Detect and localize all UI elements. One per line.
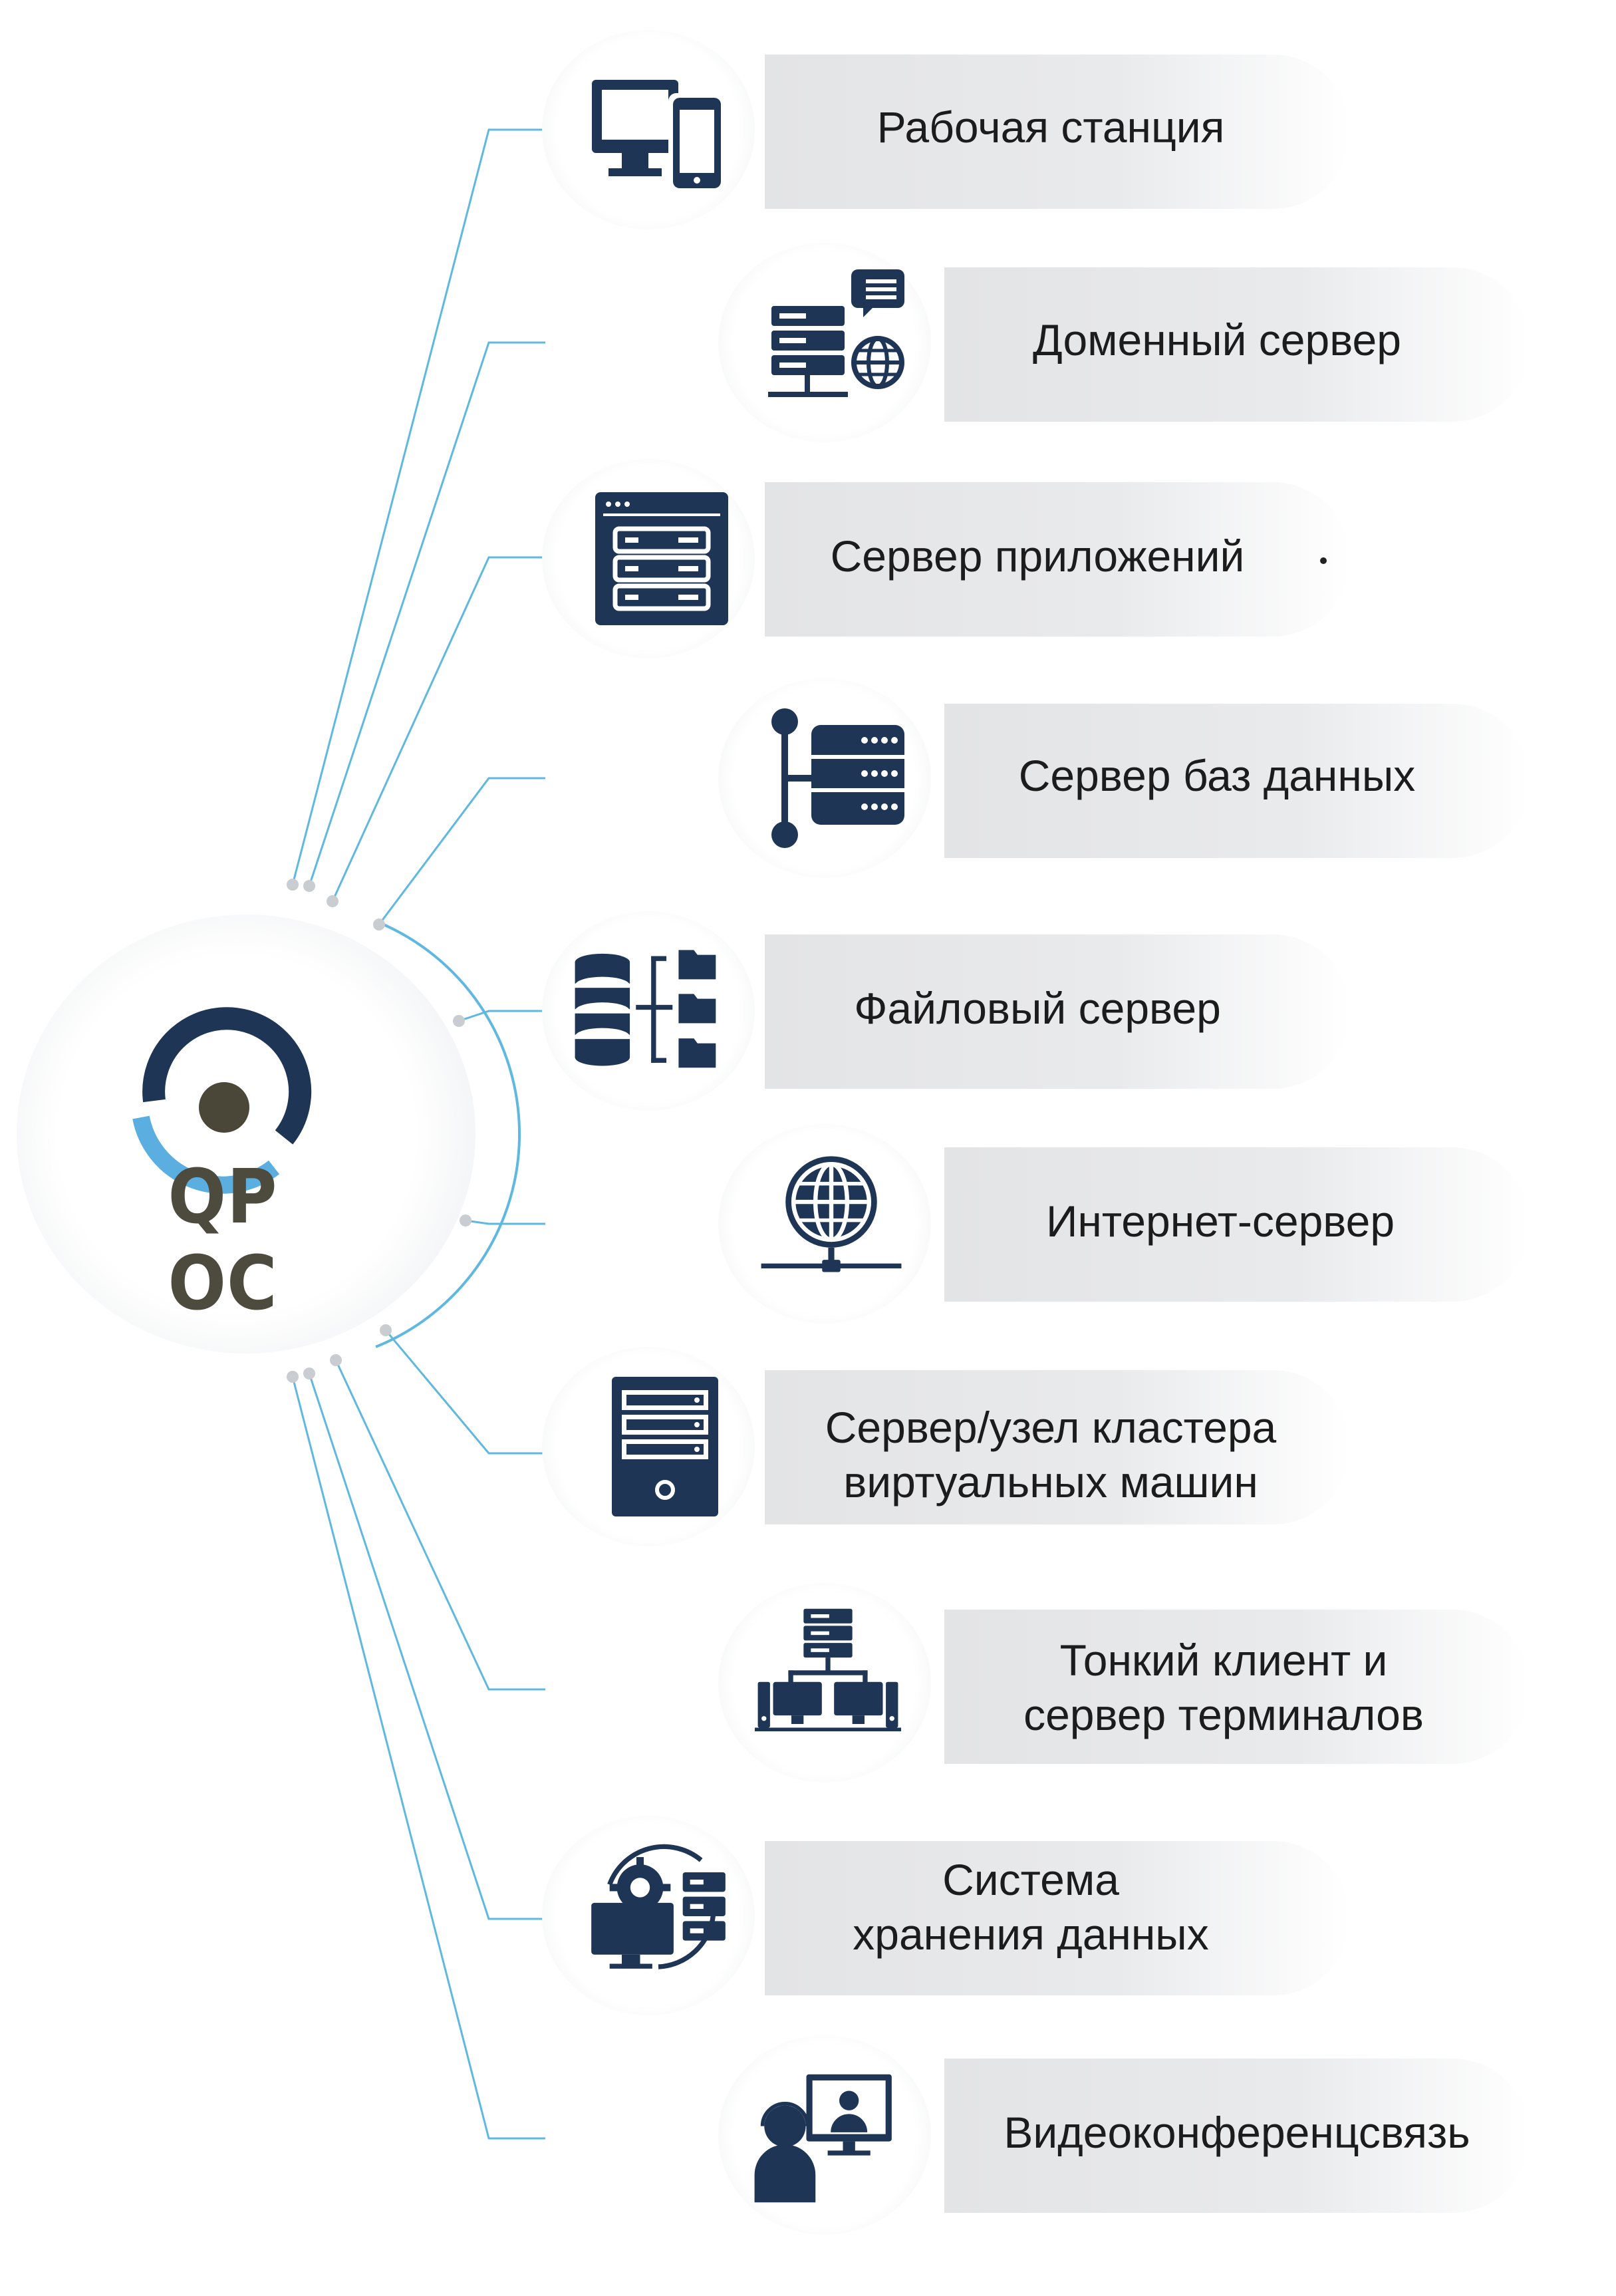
item-label: Файловый сервер [854,984,1221,1033]
item-label: Видеоконференцсвязь [1004,2108,1470,2157]
connector-5 [458,1010,545,1022]
item-label: Сервер приложений [830,531,1245,581]
item-label: Сервер баз данных [1018,751,1416,800]
connector-2 [308,341,545,887]
item-label: Рабочая станция [876,102,1225,152]
connector-3 [331,556,545,902]
connector-8 [335,1360,545,1691]
thin-client-terminal-icon [755,1608,901,1731]
domain-server-icon [768,269,906,397]
hub-circle [17,915,475,1354]
file-server-icon [575,950,716,1068]
connector-6 [465,1219,545,1225]
storage-system-icon [591,1844,726,1969]
database-server-icon [771,708,904,848]
connector-9 [308,1373,545,1920]
application-server-icon [595,492,728,625]
logo-text: QP OC [168,1154,278,1327]
globe-network-icon [761,1156,902,1272]
tower-server-icon [612,1377,718,1516]
video-conference-icon [754,2074,892,2203]
connector-4 [378,777,545,925]
item-label: Доменный сервер [1033,315,1401,364]
workstation-icon [592,80,725,193]
connector-10 [291,1376,545,2140]
item-label: Тонкий клиент и сервер терминалов [1023,1636,1424,1739]
stray-dot [1320,557,1327,564]
item-label: Сервер/узел кластера виртуальных машин [825,1403,1277,1507]
qp-os-logo-icon [132,1007,312,1194]
item-label: Интернет-сервер [1045,1197,1395,1246]
connector-1 [291,128,545,885]
hub-arc [375,920,521,1348]
junction-nodes [287,879,471,1383]
connector-7 [384,1330,545,1455]
item-label: Система хранения данных [853,1855,1209,1959]
